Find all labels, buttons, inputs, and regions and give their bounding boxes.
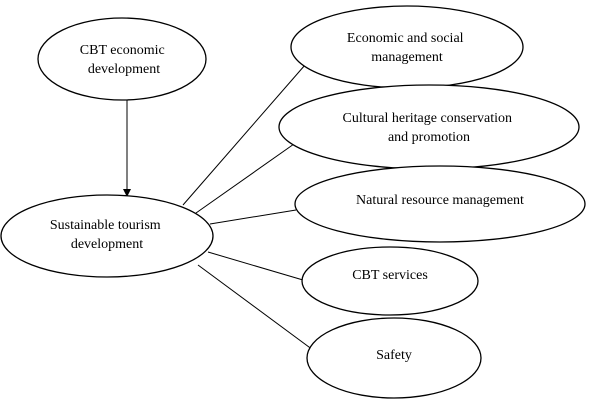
node-cbt-economic-line1: CBT economic xyxy=(80,43,165,58)
edge-sustainable-cultural xyxy=(195,143,295,214)
node-economic-social-management: Economic and social management xyxy=(290,5,524,89)
node-sustainable-line1: Sustainable tourism xyxy=(50,218,161,233)
node-natural-resource-management: Natural resource management xyxy=(294,165,586,243)
node-sustainable-tourism-development: Sustainable tourism development xyxy=(0,194,214,278)
node-cbt-economic-development: CBT economic development xyxy=(37,17,207,101)
node-economic-social-shape xyxy=(290,5,524,89)
node-economic-social-label: Economic and social management xyxy=(347,31,467,65)
node-cultural-label: Cultural heritage conservation and promo… xyxy=(343,111,516,145)
edge-sustainable-safety xyxy=(197,264,314,351)
node-cultural-line2: and promotion xyxy=(388,130,470,145)
node-cbt-economic-label: CBT economic development xyxy=(80,43,168,77)
edge-sustainable-economic-social xyxy=(182,64,306,206)
node-sustainable-label: Sustainable tourism development xyxy=(50,218,164,252)
node-sustainable-shape xyxy=(0,194,214,278)
node-cbt-services-label: CBT services xyxy=(352,268,428,283)
node-safety-line1: Safety xyxy=(376,348,412,363)
node-economic-social-line2: management xyxy=(371,50,443,65)
node-cultural-shape xyxy=(278,84,580,170)
node-natural-line1: Natural resource management xyxy=(356,193,524,208)
edge-sustainable-natural xyxy=(209,209,297,225)
node-cultural-heritage: Cultural heritage conservation and promo… xyxy=(278,84,580,170)
node-cbt-economic-line2: development xyxy=(88,62,160,77)
node-cbt-services-shape xyxy=(301,246,479,316)
node-cultural-line1: Cultural heritage conservation xyxy=(343,111,513,126)
node-sustainable-line2: development xyxy=(71,237,143,252)
node-economic-social-line1: Economic and social xyxy=(347,31,464,46)
node-natural-shape xyxy=(294,165,586,243)
node-cbt-economic-shape xyxy=(37,17,207,101)
node-cbt-services: CBT services xyxy=(301,246,479,316)
node-safety-shape xyxy=(306,317,482,399)
node-safety-label: Safety xyxy=(376,348,412,363)
node-safety: Safety xyxy=(306,317,482,399)
edge-sustainable-cbt-services xyxy=(207,251,304,281)
node-natural-label: Natural resource management xyxy=(356,193,524,208)
node-cbt-services-line1: CBT services xyxy=(352,268,428,283)
